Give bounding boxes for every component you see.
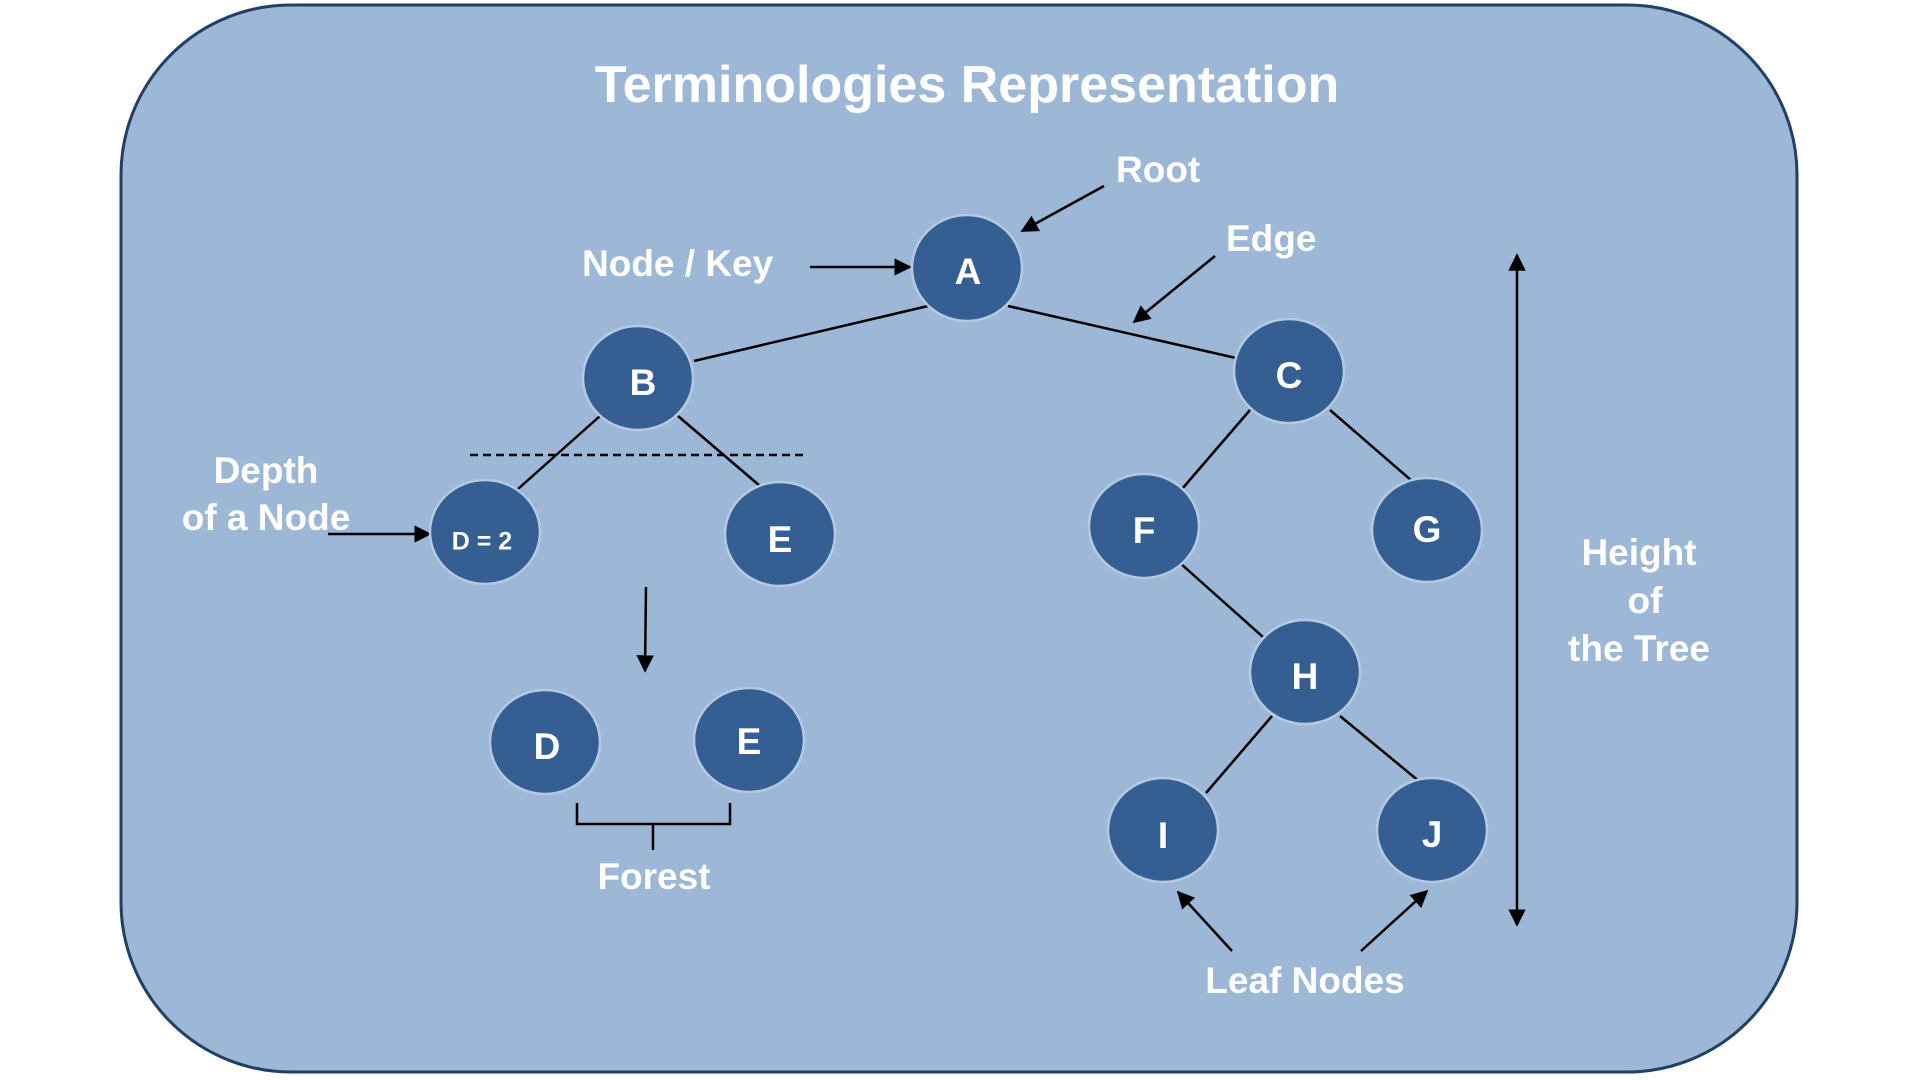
node-a [910,213,1024,323]
node-labels: A B C D = 2 E F G H I J D E [452,251,1443,856]
edge-b-d [517,415,601,490]
node-c-label: C [1276,355,1303,396]
node-a-label: A [955,251,982,292]
edge-c-g [1329,409,1413,482]
depth-label-line2: of a Node [182,497,351,538]
tree-edges [517,304,1421,794]
node-j-label: J [1422,814,1443,855]
node-h [1248,618,1362,726]
root-label: Root [1116,149,1200,190]
edge-h-j [1339,715,1421,783]
root-arrow [1020,184,1105,233]
node-i [1106,776,1220,884]
node-h-label: H [1292,656,1319,697]
forest-node-d [488,688,602,796]
edge-h-i [1205,715,1273,794]
forest-node-d-label: D [534,726,561,767]
depth-label-line1: Depth [214,450,319,491]
diagram-title: Terminologies Representation [595,56,1340,114]
annotation-arrows [328,184,1526,952]
edge-label: Edge [1226,218,1316,259]
node-key-label: Node / Key [582,243,774,284]
edge-c-f [1181,409,1251,490]
forest-bracket [575,803,732,850]
node-i-label: I [1158,815,1168,856]
forest-arrow [636,586,654,673]
height-label-line1: Height [1581,532,1696,573]
height-label-line3: the Tree [1568,628,1710,669]
node-g-label: G [1413,509,1442,550]
tree-nodes [428,213,1489,884]
edge-arrow [1132,255,1216,324]
node-e [723,480,837,588]
edge-a-c [1007,304,1237,360]
edge-b-e [677,415,761,487]
node-f-label: F [1133,510,1156,551]
node-f [1087,472,1201,580]
leaf-arrow-right [1360,889,1429,952]
edge-a-b [693,304,929,363]
node-e-label: E [768,519,793,560]
node-c [1232,317,1346,425]
height-label-line2: of [1628,580,1664,621]
annotation-labels: Root Edge Node / Key Depth of a Node Hei… [182,149,1710,1001]
forest-node-e-label: E [737,721,762,762]
forest-node-e [692,686,806,794]
leaf-nodes-label: Leaf Nodes [1205,960,1404,1001]
node-g [1370,476,1484,584]
node-d [428,478,542,586]
node-d-label: D = 2 [452,528,512,556]
leaf-arrow-left [1176,890,1233,952]
node-b-label: B [630,362,657,403]
node-j [1375,776,1489,884]
background-panel [119,3,1799,1074]
edge-f-h [1179,562,1264,638]
forest-label: Forest [597,856,710,897]
node-b [581,324,695,432]
